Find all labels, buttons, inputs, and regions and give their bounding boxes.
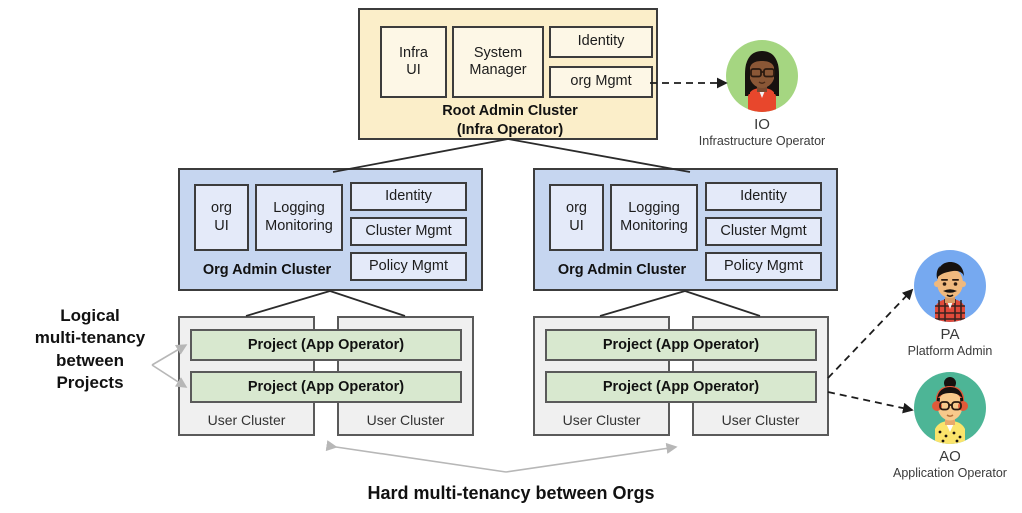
root-component-label: org Mgmt [570,73,632,90]
user-cluster-label: User Cluster [207,412,286,428]
org-component-label: Cluster Mgmt [365,222,452,239]
org-component-logging-monitoring: Logging Monitoring [610,184,698,251]
org-component-org-ui: org UI [194,184,249,251]
root-component-system-manager: System Manager [452,26,544,98]
org-admin-cluster-title: Org Admin Cluster [557,262,687,278]
avatar-face-ao [932,377,968,444]
person-avatar-icon [914,250,986,322]
org-component-cluster-mgmt: Cluster Mgmt [350,217,467,246]
root-admin-cluster-title: Root Admin Cluster (Infra Operator) [360,102,660,140]
root-component-label: Identity [577,33,625,50]
org-component-label: Identity [385,187,432,204]
persona-role: Infrastructure Operator [698,134,826,148]
person-avatar-icon [914,372,986,444]
hard-multitenancy-caption: Hard multi-tenancy between Orgs [367,483,655,503]
root-component-label: System [473,44,523,61]
org-component-label: Monitoring [620,217,688,234]
root-component-infra-ui: Infra UI [380,26,447,98]
org-component-label: Monitoring [265,217,333,234]
org-component-org-ui: org UI [549,184,604,251]
persona-role: Platform Admin [907,344,993,358]
org-component-policy-mgmt: Policy Mgmt [705,252,822,281]
project-label: Project (App Operator) [602,379,760,395]
org-component-policy-mgmt: Policy Mgmt [350,252,467,281]
org-component-label: UI [214,217,229,234]
root-component-label: Infra [398,44,428,61]
org-component-label: Cluster Mgmt [720,222,807,239]
avatar-face-pa [934,262,966,322]
persona-pa: PA Platform Admin [880,250,1020,358]
org-component-cluster-mgmt: Cluster Mgmt [705,217,822,246]
callout-line-1: Logical [60,306,120,325]
person-avatar-icon [726,40,798,112]
root-component-identity: Identity [549,26,653,58]
root-title-line-1: Root Admin Cluster [442,103,578,119]
org-component-label: org [211,200,232,217]
callout-line-4: Projects [56,373,124,393]
root-admin-cluster: Infra UI System Manager Identity org Mgm… [358,8,658,140]
project-label: Project (App Operator) [602,337,760,353]
persona-ao: AO Application Operator [880,372,1020,480]
org-admin-cluster-title: Org Admin Cluster [202,262,332,278]
org-component-label: Logging [273,200,325,217]
persona-abbr: AO [939,448,961,465]
org-component-label: org [566,200,587,217]
persona-abbr: PA [940,326,960,343]
persona-io: IO Infrastructure Operator [692,40,832,148]
avatar-face-io [745,51,779,112]
project-band-right-2: Project (App Operator) [545,371,817,403]
org-component-label: Policy Mgmt [369,257,448,274]
project-band-right-1: Project (App Operator) [545,329,817,361]
persona-abbr: IO [754,116,770,133]
org-admin-cluster-left: org UI Logging Monitoring Identity Clust… [178,168,483,291]
org-component-label: UI [569,217,584,234]
user-cluster-label: User Cluster [562,412,641,428]
org-component-identity: Identity [705,182,822,211]
org-component-logging-monitoring: Logging Monitoring [255,184,343,251]
callout-line-2: multi-tenancy [34,328,146,348]
hard-multitenancy-arrow [325,440,678,473]
root-title-line-2: (Infra Operator) [456,121,564,138]
project-label: Project (App Operator) [247,337,405,353]
root-component-label: Manager [469,62,527,78]
org-admin-cluster-right: org UI Logging Monitoring Identity Clust… [533,168,838,291]
project-band-left-2: Project (App Operator) [190,371,462,403]
org-component-label: Identity [740,187,787,204]
org-component-identity: Identity [350,182,467,211]
callout-line-3: between [55,350,125,370]
persona-role: Application Operator [893,466,1007,480]
org-component-label: Policy Mgmt [724,257,803,274]
user-cluster-label: User Cluster [366,412,445,428]
root-component-label: UI [406,62,421,78]
user-cluster-label: User Cluster [721,412,800,428]
root-component-org-mgmt: org Mgmt [549,66,653,98]
project-label: Project (App Operator) [247,379,405,395]
logical-multitenancy-callout: Logical multi-tenancy between Projects [10,305,170,395]
org-component-label: Logging [628,200,680,217]
project-band-left-1: Project (App Operator) [190,329,462,361]
